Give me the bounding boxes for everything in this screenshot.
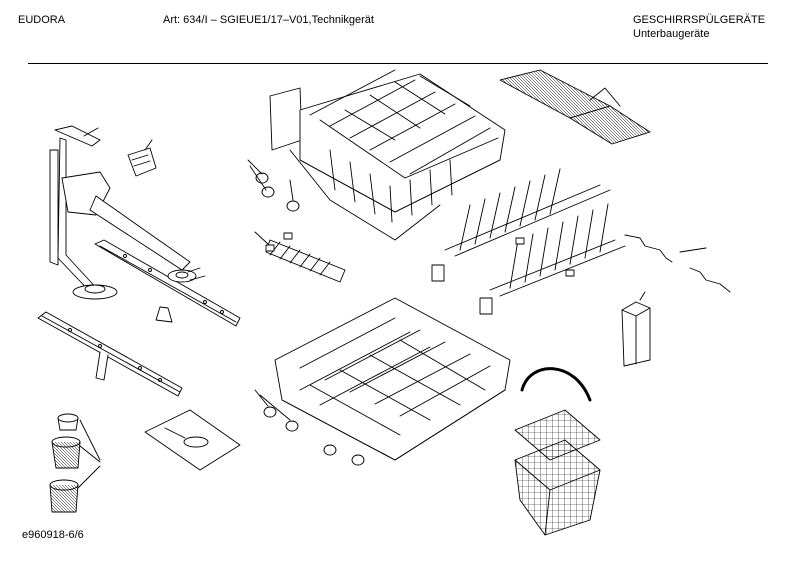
cup-rack-icon xyxy=(255,232,345,282)
wheel-icon-lower xyxy=(255,390,364,465)
cutlery-tray-icon xyxy=(500,70,650,144)
upper-basket-icon xyxy=(270,70,505,240)
category-title: GESCHIRRSPÜLGERÄTE xyxy=(633,14,766,26)
cutlery-basket-icon xyxy=(515,369,600,535)
spray-arm-supply-tube-icon xyxy=(50,126,190,299)
brand-label: EUDORA xyxy=(18,14,66,26)
cutlery-box-icon xyxy=(622,292,650,366)
cover-part-icon xyxy=(128,140,156,176)
filter-set-icon xyxy=(50,414,100,512)
wheel-icon xyxy=(248,160,299,211)
drawing-id: e960918-6/6 xyxy=(22,529,84,541)
lower-spray-arm-icon xyxy=(38,312,182,396)
lower-basket-icon xyxy=(275,298,510,460)
micro-filter-plate-icon xyxy=(145,410,240,470)
upper-spray-arm-icon xyxy=(95,240,240,326)
article-number: Art: 634/I – SGIEUE1/17–V01,Technikgerät xyxy=(163,14,374,26)
clip-icon xyxy=(625,235,730,292)
subcategory-title: Unterbaugeräte xyxy=(633,28,710,40)
header-divider xyxy=(28,63,768,64)
plate-rack-icon xyxy=(432,169,625,314)
